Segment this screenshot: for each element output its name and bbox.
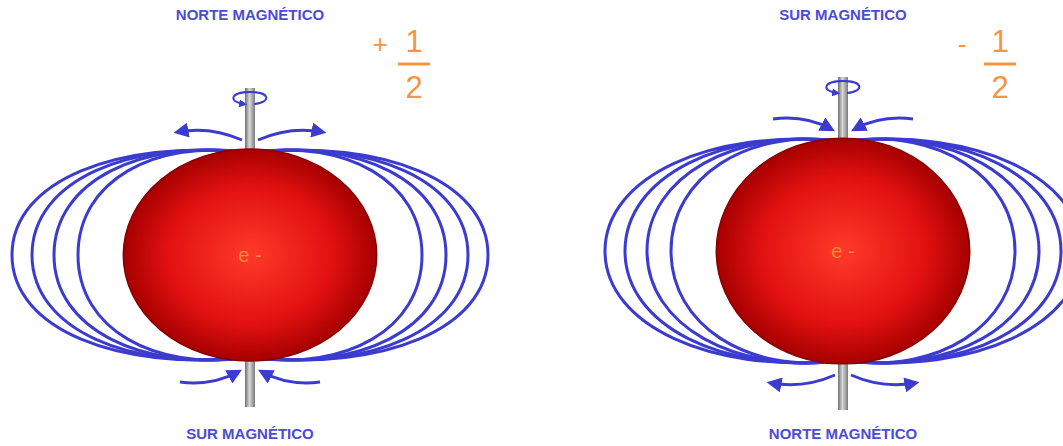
field-arrow [178,130,242,140]
spin-fraction-digit: 1 [991,24,1008,60]
fraction-bar [398,63,430,66]
spin-fraction-digit: 2 [405,70,422,106]
field-arrow [180,372,238,383]
field-arrow [855,118,913,129]
pole-label: NORTE MAGNÉTICO [769,425,917,442]
electron-symbol: e - [238,244,261,267]
field-arrow [258,130,322,140]
sphere-body [716,138,969,364]
field-arrow [262,372,320,383]
fraction-bar [984,63,1016,66]
spin-sign: + [372,29,387,60]
pole-label: SUR MAGNÉTICO [779,6,907,23]
spin-fraction-digit: 1 [405,24,422,60]
field-arrow [773,118,831,129]
electron-sphere: e - [122,148,378,362]
pole-label: SUR MAGNÉTICO [186,425,314,442]
pole-label: NORTE MAGNÉTICO [176,6,324,23]
spin-arrow [233,92,266,104]
electron-symbol: e - [831,240,854,263]
field-arrow [771,375,835,385]
field-arrow [851,375,915,385]
electron-sphere: e - [715,137,971,365]
spin-arrow [826,81,859,93]
spin-sign: - [958,29,967,60]
sphere-body [123,149,376,361]
spin-fraction-digit: 2 [991,70,1008,106]
